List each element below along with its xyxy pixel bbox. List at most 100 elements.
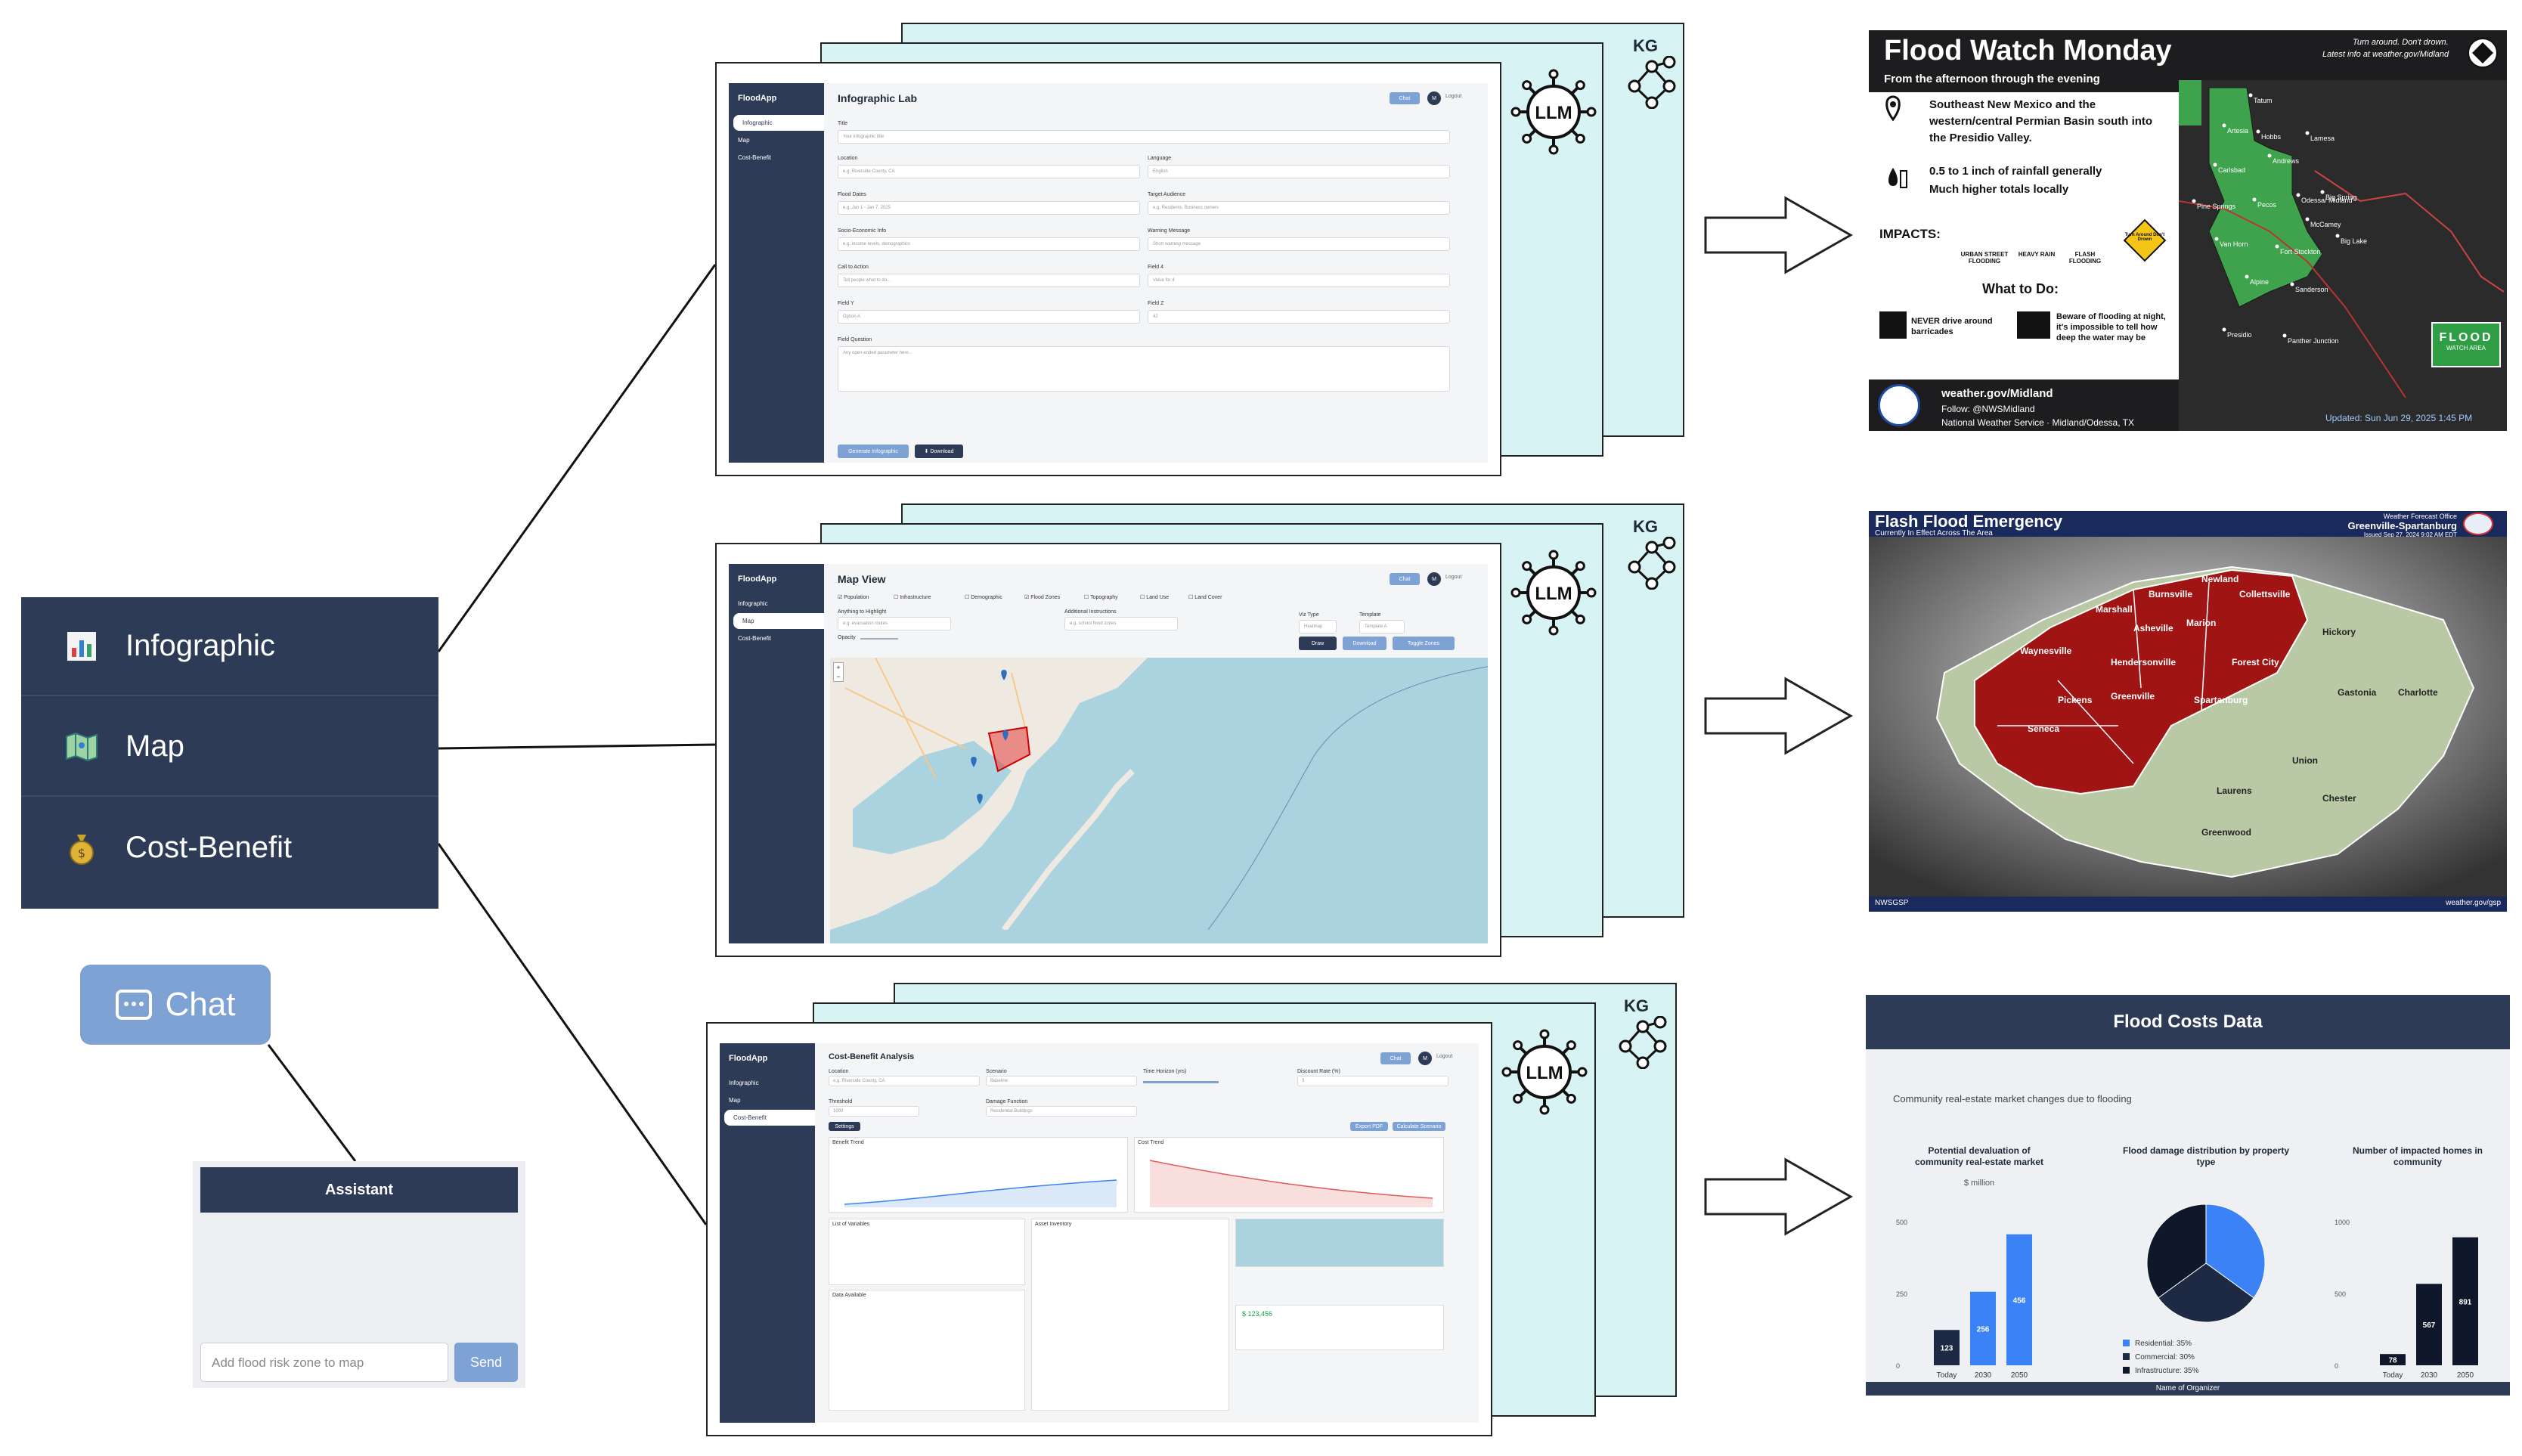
field-input[interactable]: Option A [838, 310, 1140, 324]
llm-node [1539, 1029, 1550, 1039]
advice-barricades: NEVER drive around barricades [1911, 317, 1993, 336]
llm-core [1526, 85, 1581, 139]
town-label: Andrews [2273, 157, 2300, 165]
zoom-in-button[interactable]: + [836, 664, 841, 671]
layer-checkbox[interactable]: ☐ Demographic [965, 595, 1002, 600]
template-select[interactable]: Template A [1359, 620, 1405, 634]
zoom-out-button[interactable]: − [836, 673, 841, 680]
county-label: Gastonia [2338, 687, 2377, 698]
field-input[interactable]: Any open-ended parameter here... [838, 346, 1450, 392]
template-label: Template [1359, 612, 1381, 618]
sidebar-item-map[interactable]: Map [729, 132, 824, 148]
logout-link[interactable]: Logout [1436, 1054, 1453, 1059]
field-input[interactable]: Your infographic title [838, 130, 1450, 144]
scenario-select[interactable]: Baseline [986, 1076, 1137, 1086]
export-pdf-button[interactable]: Export PDF [1350, 1122, 1388, 1131]
map-zoom-control[interactable]: +− [833, 662, 844, 682]
settings-button[interactable]: Settings [829, 1122, 860, 1131]
logout-link[interactable]: Logout [1445, 575, 1462, 580]
chat-button[interactable]: Chat [1380, 1052, 1411, 1064]
field-label: Warning Message [1148, 228, 1191, 234]
sidebar-item-infographic[interactable]: Infographic [729, 596, 824, 612]
field-input[interactable]: e.g. Riverside County, CA [838, 165, 1140, 178]
field-input[interactable]: e.g. income levels, demographics [838, 237, 1140, 251]
right-arrow-icon [1704, 1157, 1854, 1236]
download-button[interactable]: ⬇ Download [915, 445, 963, 458]
layer-checkbox[interactable]: ☐ Land Cover [1188, 595, 1222, 600]
data-available-panel: Data Available [829, 1290, 1025, 1411]
bar2-category: Today [2383, 1371, 2403, 1380]
layer-checkbox[interactable]: ☐ Topography [1084, 595, 1118, 600]
bar2-category: 2050 [2457, 1371, 2474, 1380]
send-button[interactable]: Send [454, 1343, 518, 1382]
kg-node [1662, 79, 1676, 93]
assistant-message-input[interactable]: Add flood risk zone to map [200, 1343, 448, 1382]
instructions-input[interactable]: e.g. school flood zones [1064, 617, 1178, 630]
generate-infographic-button[interactable]: Generate Infographic [838, 445, 909, 458]
field-input[interactable]: Tell people what to do... [838, 274, 1140, 287]
kg-node [1645, 541, 1659, 554]
nav-item-cost-benefit[interactable]: $ Cost-Benefit [21, 798, 438, 897]
field-input[interactable]: e.g. Jan 1 - Jan 7, 2025 [838, 201, 1140, 215]
sidebar-item-map[interactable]: Map [720, 1092, 815, 1108]
mini-map[interactable] [1235, 1219, 1444, 1267]
download-button[interactable]: Download [1343, 637, 1386, 650]
llm-node [1575, 561, 1585, 572]
layer-checkbox[interactable]: ☐ Infrastructure [894, 595, 931, 600]
field-input[interactable]: e.g. Residents, Business owners [1148, 201, 1450, 215]
town-dot [2282, 333, 2287, 338]
kg-node [1653, 1015, 1667, 1029]
llm-node [1548, 69, 1559, 79]
nws-site: weather.gov/Midland [1941, 387, 2053, 400]
llm-node [1513, 1093, 1523, 1104]
highlight-input[interactable]: e.g. evacuation routes [838, 617, 951, 630]
pie-legend-label: Commercial: 30% [2135, 1353, 2195, 1362]
county-label: Marion [2186, 618, 2216, 628]
layer-checkbox[interactable]: ☐ Land Use [1140, 595, 1170, 600]
layer-checkbox[interactable]: ☑ Population [838, 595, 869, 600]
town-label: Fort Stockton [2280, 248, 2321, 256]
sidebar-item-infographic[interactable]: Infographic [720, 1075, 815, 1091]
sidebar-item-cost-benefit[interactable]: Cost-Benefit [729, 630, 824, 646]
town-dot [2213, 163, 2217, 167]
threshold-input[interactable]: 1000 [829, 1106, 919, 1117]
field-input[interactable]: English [1148, 165, 1450, 178]
llm-node [1586, 587, 1597, 598]
discount-rate-input[interactable]: 3 [1297, 1076, 1448, 1086]
llm-label: LLM [1535, 584, 1572, 604]
sidebar-item-infographic[interactable]: Infographic [733, 115, 824, 131]
pie-slice [2146, 1204, 2207, 1299]
toggle-zones-button[interactable]: Toggle Zones [1393, 637, 1455, 650]
nav-item-map[interactable]: Map [21, 698, 438, 797]
viz-type-select[interactable]: Heatmap [1299, 620, 1337, 634]
field-input[interactable]: Short warning message [1148, 237, 1450, 251]
map-canvas[interactable]: +− [830, 658, 1488, 943]
emergency-footer: NWSGSP weather.gov/gsp [1869, 897, 2507, 912]
field-input[interactable]: Value for 4 [1148, 274, 1450, 287]
layer-checkbox[interactable]: ☑ Flood Zones [1024, 595, 1061, 600]
time-horizon-label: Time Horizon (yrs) [1143, 1069, 1187, 1074]
damage-function-select[interactable]: Residential Buildings [986, 1106, 1137, 1117]
chat-button[interactable]: Chat [1390, 92, 1420, 104]
location-input[interactable]: e.g. Riverside County, CA [829, 1076, 980, 1086]
llm-label: LLM [1535, 103, 1572, 123]
chat-button[interactable]: Chat [1390, 573, 1420, 585]
knowledge-graph-icon [1625, 536, 1678, 593]
field-input[interactable]: 42 [1148, 310, 1450, 324]
sidebar-item-cost-benefit[interactable]: Cost-Benefit [729, 150, 824, 166]
county-label: Hickory [2322, 627, 2356, 637]
opacity-slider[interactable] [860, 638, 898, 640]
time-horizon-slider[interactable] [1143, 1081, 1219, 1083]
chat-button[interactable]: Chat [80, 965, 271, 1045]
draw-button[interactable]: Draw [1299, 637, 1337, 650]
app-brand: FloodApp [738, 94, 777, 103]
logout-link[interactable]: Logout [1445, 94, 1462, 99]
flood-watch-area-west [2179, 80, 2201, 125]
county-label: Seneca [2028, 723, 2059, 734]
speech-bubble-icon [115, 990, 152, 1020]
sidebar-item-cost-benefit[interactable]: Cost-Benefit [724, 1110, 815, 1126]
connector-line [437, 264, 717, 652]
nav-item-infographic[interactable]: Infographic [21, 597, 438, 696]
calculate-scenario-button[interactable]: Calculate Scenario [1393, 1122, 1445, 1131]
sidebar-item-map[interactable]: Map [733, 613, 824, 629]
